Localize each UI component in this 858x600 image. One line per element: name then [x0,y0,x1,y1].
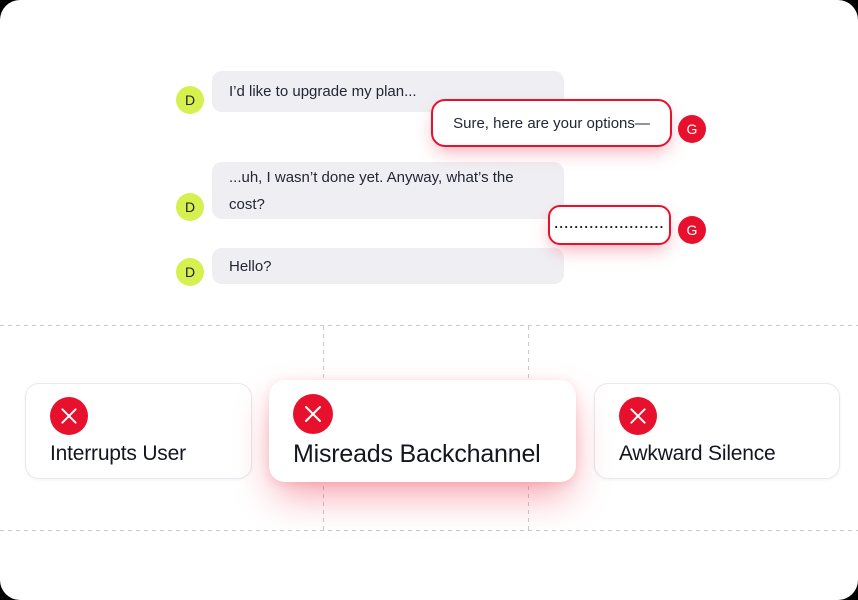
agent-avatar: G [678,115,706,143]
failure-card-label: Misreads Backchannel [293,440,541,468]
pause-dots: ...................... [554,215,665,231]
error-x-icon [50,397,88,435]
user-avatar: D [176,86,204,114]
message-text: Hello? [229,257,272,275]
failure-card-awkward-silence[interactable]: Awkward Silence [594,383,840,479]
error-x-icon [293,394,333,434]
failure-card-misreads-backchannel[interactable]: Misreads Backchannel [269,380,576,482]
user-message-bubble: Hello? [212,248,564,284]
agent-interrupt-bubble: Sure, here are your options— [431,99,672,147]
section-divider-top [0,325,858,326]
failure-card-label: Awkward Silence [619,442,776,465]
failure-card-interrupts-user[interactable]: Interrupts User [25,383,252,479]
agent-avatar: G [678,216,706,244]
message-text: Sure, here are your options— [453,114,650,132]
agent-silence-bubble: ...................... [548,205,671,245]
error-x-icon [619,397,657,435]
message-text: ...uh, I wasn’t done yet. Anyway, what’s… [229,168,514,213]
failure-card-label: Interrupts User [50,442,186,465]
user-avatar: D [176,258,204,286]
message-text: I’d like to upgrade my plan... [229,83,417,100]
section-divider-bottom [0,530,858,531]
user-message-bubble: ...uh, I wasn’t done yet. Anyway, what’s… [212,162,564,219]
user-avatar: D [176,193,204,221]
